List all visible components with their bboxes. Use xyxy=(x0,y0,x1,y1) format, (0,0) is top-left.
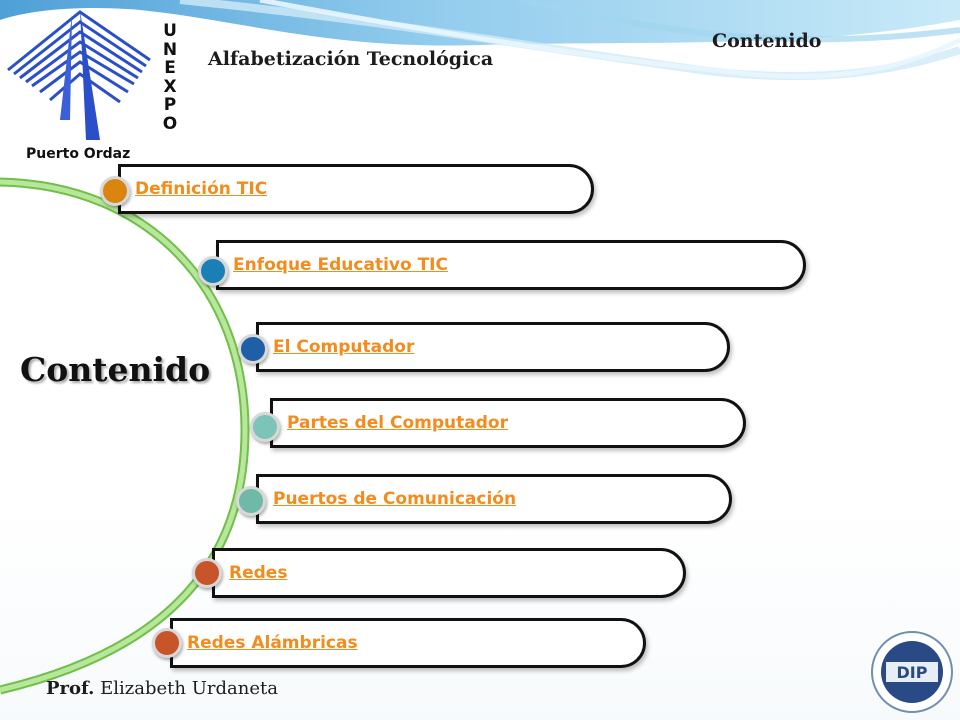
menu-item-redes-alambricas: Redes Alámbricas xyxy=(170,618,646,668)
dip-logo-icon: DIP xyxy=(871,631,953,713)
header-title: Contenido xyxy=(712,30,822,52)
logo-letter: U xyxy=(163,21,177,41)
link-redes-alambricas[interactable]: Redes Alámbricas xyxy=(187,633,358,653)
header-swirl-decoration xyxy=(0,0,960,81)
bullet-dot-icon xyxy=(198,256,228,286)
logo-letter: O xyxy=(162,113,178,134)
menu-item-enfoque-educativo: Enfoque Educativo TIC xyxy=(216,240,806,290)
bullet-dot-icon xyxy=(238,334,268,364)
menu-item-redes: Redes xyxy=(212,548,686,598)
logo-letter: E xyxy=(164,58,176,78)
svg-text:DIP: DIP xyxy=(897,663,928,682)
menu-item-el-computador: El Computador xyxy=(256,322,730,372)
logo-letter: N xyxy=(162,39,178,60)
bullet-dot-icon xyxy=(250,412,280,442)
bullet-dot-icon xyxy=(152,628,182,658)
author-line: Prof. Elizabeth Urdaneta xyxy=(46,678,278,699)
bullet-dot-icon xyxy=(192,558,222,588)
link-definicion-tic[interactable]: Definición TIC xyxy=(135,179,268,199)
unexpo-logo: U N E X P O Puerto Ordaz xyxy=(0,0,200,170)
menu-item-definicion-tic: Definición TIC xyxy=(118,164,594,214)
unexpo-logo-icon xyxy=(7,10,151,140)
link-partes-computador[interactable]: Partes del Computador xyxy=(287,413,508,433)
content-title: Contenido xyxy=(20,350,211,389)
link-el-computador[interactable]: El Computador xyxy=(273,337,415,357)
course-subject: Alfabetización Tecnológica xyxy=(208,48,494,70)
bullet-dot-icon xyxy=(100,176,130,206)
author-name: Elizabeth Urdaneta xyxy=(94,678,278,699)
menu-item-puertos-comunicacion: Puertos de Comunicación xyxy=(256,474,732,524)
author-prefix: Prof. xyxy=(46,678,95,699)
logo-letter: X xyxy=(163,76,177,97)
logo-letter: P xyxy=(163,95,177,115)
logo-city: Puerto Ordaz xyxy=(26,146,131,162)
link-redes[interactable]: Redes xyxy=(229,563,288,583)
menu-item-partes-computador: Partes del Computador xyxy=(270,398,746,448)
bullet-dot-icon xyxy=(236,486,266,516)
link-puertos-comunicacion[interactable]: Puertos de Comunicación xyxy=(273,489,517,509)
link-enfoque-educativo[interactable]: Enfoque Educativo TIC xyxy=(233,255,448,275)
unexpo-letters: U N E X P O xyxy=(158,22,182,133)
